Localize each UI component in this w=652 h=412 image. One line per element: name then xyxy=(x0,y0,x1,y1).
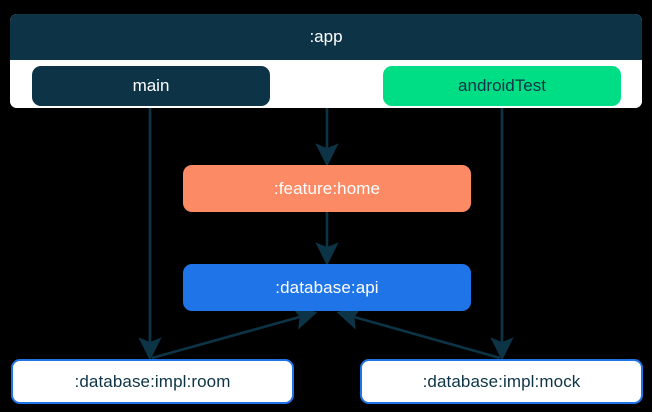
node-database-impl-mock-label: :database:impl:mock xyxy=(422,371,581,391)
cluster-app-body: main androidTest xyxy=(10,60,642,108)
edge-database-impl-room-to-database-api xyxy=(151,307,318,360)
cluster-app-header: :app xyxy=(10,14,642,60)
node-main-label: main xyxy=(132,76,170,95)
node-feature-home-label: :feature:home xyxy=(273,178,381,198)
node-androidtest-label: androidTest xyxy=(458,76,546,95)
node-androidtest[interactable]: androidTest xyxy=(383,66,621,106)
edge-database-impl-mock-to-database-api xyxy=(336,307,501,360)
node-database-api[interactable]: :database:api xyxy=(183,264,471,311)
node-main[interactable]: main xyxy=(32,66,270,106)
node-feature-home[interactable]: :feature:home xyxy=(183,165,471,212)
cluster-app-label: :app xyxy=(309,27,343,46)
cluster-app[interactable]: :app main androidTest xyxy=(10,14,642,108)
node-database-impl-mock[interactable]: :database:impl:mock xyxy=(360,359,643,404)
node-database-impl-room[interactable]: :database:impl:room xyxy=(11,359,294,404)
node-database-impl-room-label: :database:impl:room xyxy=(74,371,231,391)
node-database-api-label: :database:api xyxy=(275,277,379,297)
